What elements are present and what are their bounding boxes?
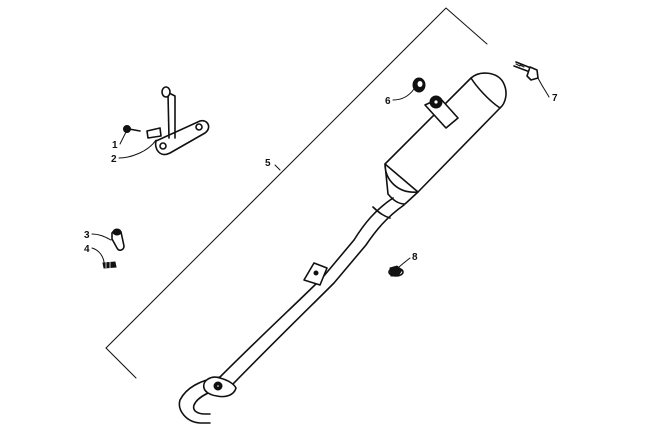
callout-1: 1 [112,140,118,151]
muffler-assembly [178,72,507,424]
callout-5: 5 [265,158,271,169]
callout-3: 3 [84,230,90,241]
assembly-bracket-5 [105,7,488,379]
set-screw-4 [102,261,117,269]
bolt-8 [388,265,404,277]
bracket-2 [146,86,210,156]
callout-labels: 1 2 3 4 5 6 7 8 [84,93,558,263]
leader-lines [91,77,550,269]
callout-4: 4 [84,244,90,255]
washer-6 [412,77,426,93]
sleeve-3 [111,228,125,251]
bolt-7 [513,61,539,81]
callout-8: 8 [412,252,418,263]
callout-2: 2 [111,154,117,165]
callout-7: 7 [552,93,558,104]
callout-6: 6 [385,96,391,107]
screw-1 [123,125,141,133]
